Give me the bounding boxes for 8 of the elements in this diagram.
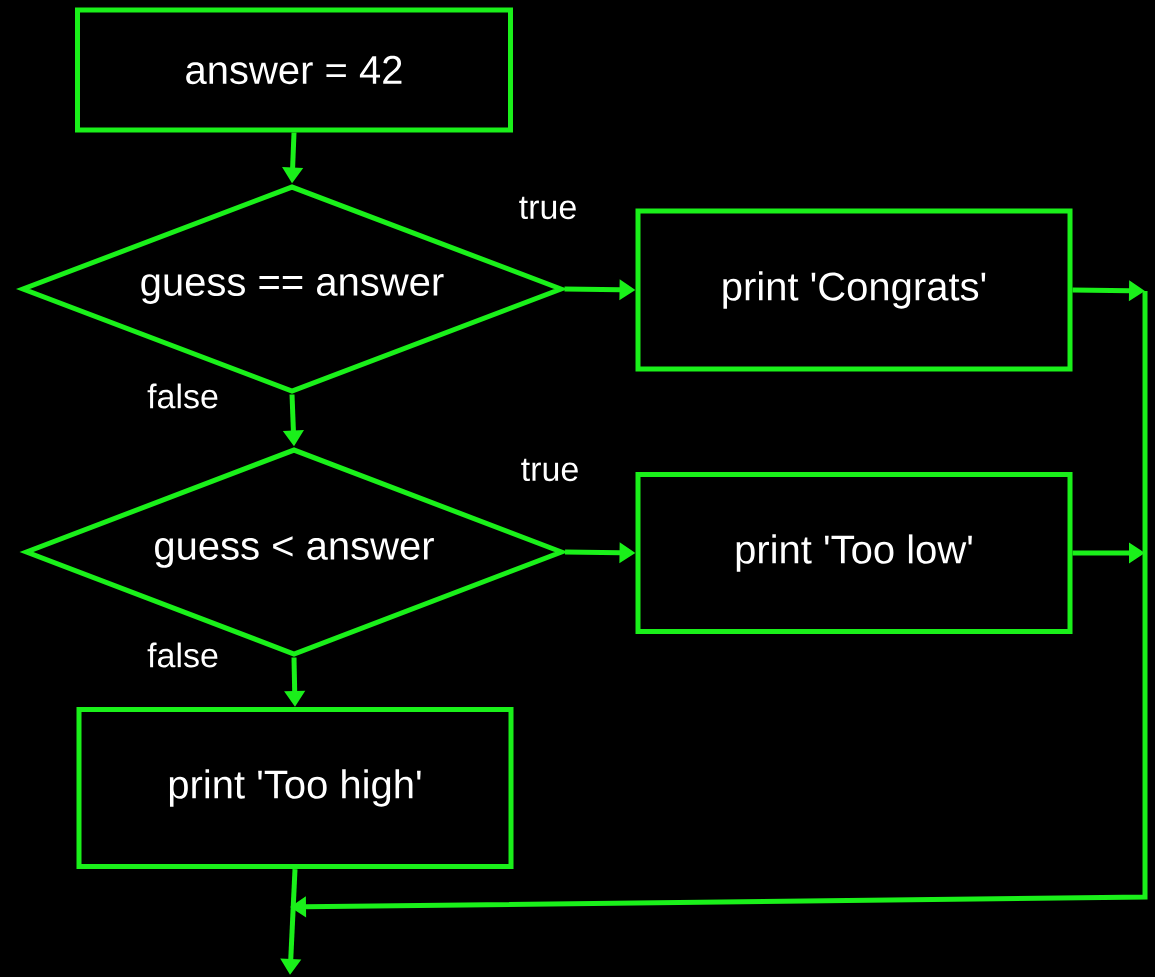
process-box: print 'Too high' — [76, 707, 514, 869]
edge-label: true — [521, 458, 578, 482]
process-box: answer = 42 — [75, 7, 513, 133]
edge-label: false — [147, 642, 218, 668]
edge-label: false — [147, 383, 218, 409]
edge-label: true — [519, 196, 576, 220]
process-box: print 'Congrats' — [635, 208, 1073, 372]
process-box: print 'Too low' — [635, 472, 1073, 634]
